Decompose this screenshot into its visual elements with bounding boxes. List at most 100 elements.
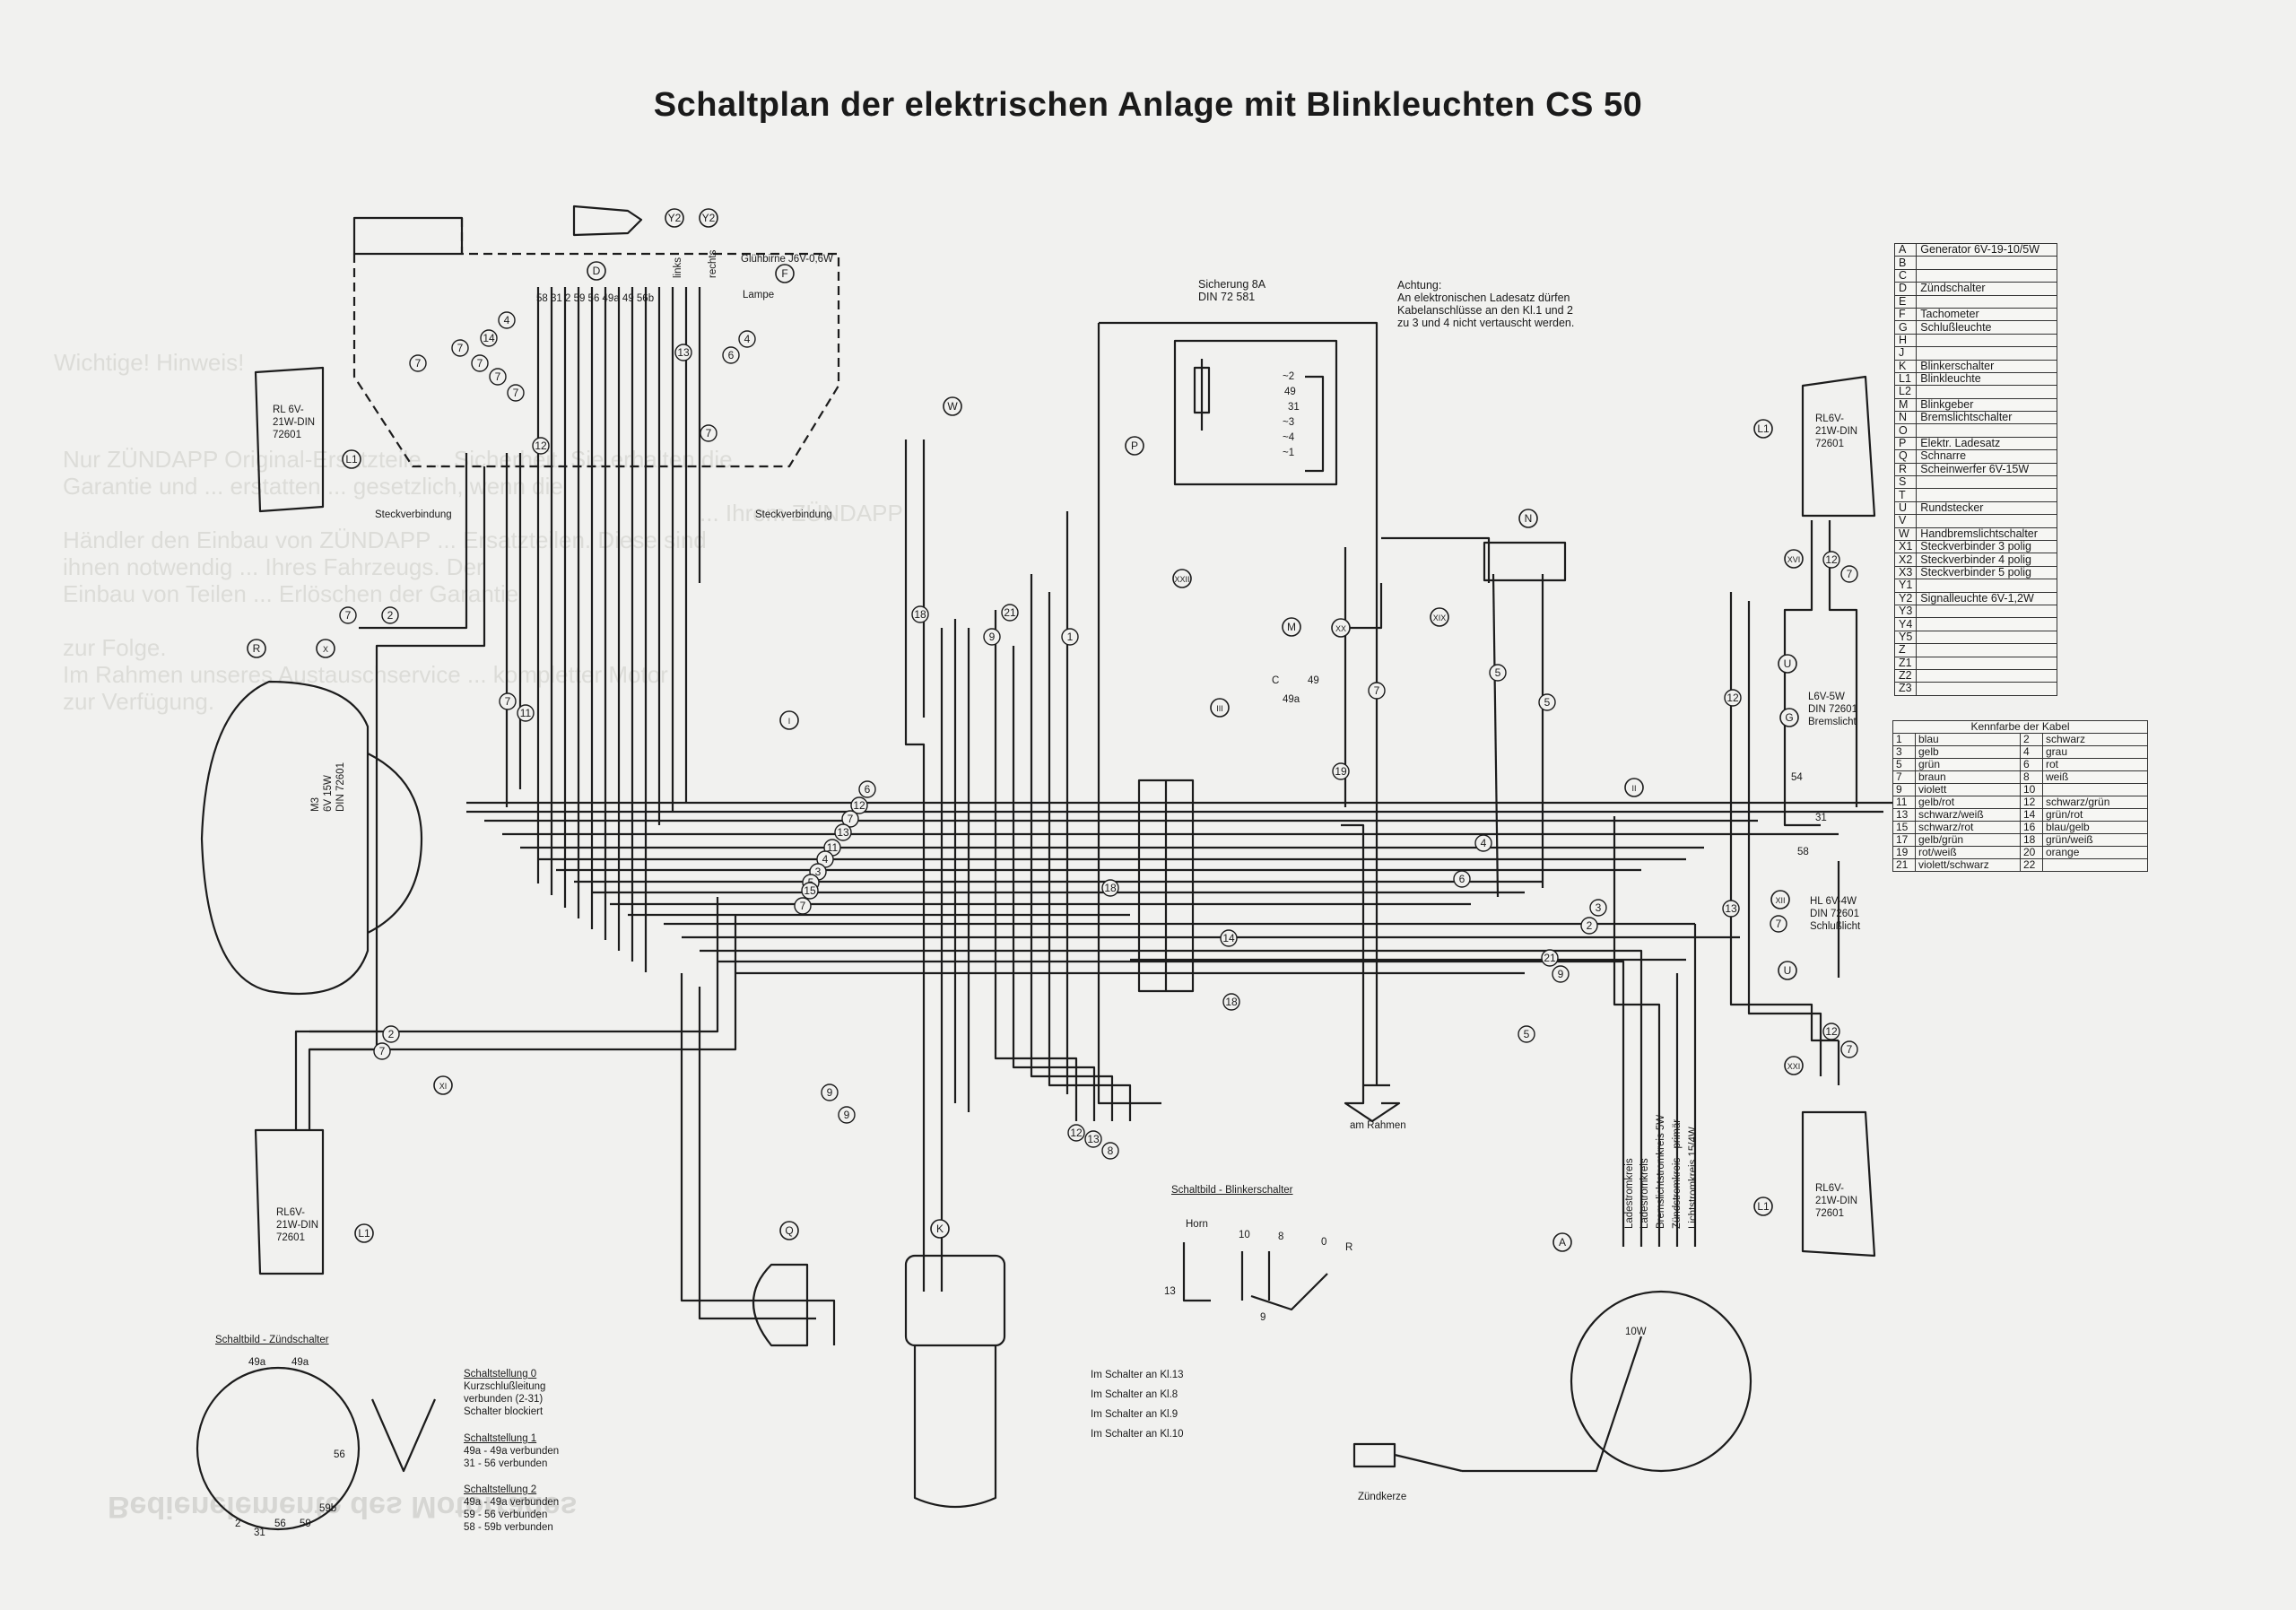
circle-I: I <box>779 710 799 730</box>
legend-text: Blinkgeber <box>1916 397 2058 413</box>
blinkerschalter-schematic-title: Schaltbild - Blinkerschalter <box>1171 1185 1293 1196</box>
legend-row: Y4 <box>1893 617 2058 631</box>
svg-text:9: 9 <box>827 1086 833 1099</box>
circle-wire-7d: 7 <box>373 1042 391 1060</box>
circle-Y2-a: Y2 <box>665 208 684 228</box>
schaltstellung-0: Schaltstellung 0 Kurzschlußleitung verbu… <box>464 1369 546 1417</box>
cable-number: 22 <box>2020 858 2043 872</box>
legend-key: J <box>1893 346 1918 361</box>
cable-color: rot <box>2042 758 2148 771</box>
svg-text:II: II <box>1631 784 1636 793</box>
legend-text <box>1916 488 2058 502</box>
svg-text:L1: L1 <box>345 453 358 466</box>
legend-text <box>1916 346 2058 361</box>
legend-text: Schnarre <box>1916 449 2058 464</box>
svg-text:18: 18 <box>1225 996 1238 1008</box>
cable-color: violett/schwarz <box>1915 858 2021 872</box>
circle-R: R <box>247 639 266 658</box>
svg-text:12: 12 <box>1825 1025 1838 1038</box>
svg-text:5: 5 <box>1524 1028 1530 1040</box>
legend-key: M <box>1893 397 1918 413</box>
circle-wire-7: 7 <box>841 810 859 828</box>
page-title: Schaltplan der elektrischen Anlage mit B… <box>653 86 1643 124</box>
legend-key: A <box>1893 242 1918 257</box>
circle-wire-7e: 7 <box>499 692 517 710</box>
svg-text:5: 5 <box>1495 666 1501 679</box>
circle-XXI: XXI <box>1784 1056 1804 1075</box>
circle-wire-4d: 4 <box>738 330 756 348</box>
legend-text <box>1916 268 2058 283</box>
legend-key: R <box>1893 462 1918 477</box>
circle-wire-14: 14 <box>1220 929 1238 947</box>
circle-wire-21b: 21 <box>1541 949 1559 967</box>
circle-wire-7i: 7 <box>471 354 489 372</box>
svg-text:9: 9 <box>989 631 996 643</box>
svg-text:12: 12 <box>1070 1127 1083 1139</box>
svg-text:7: 7 <box>848 813 854 825</box>
svg-text:13: 13 <box>837 826 849 839</box>
gluehbirne-label: Glühbirne J6V-0,6W <box>741 254 833 265</box>
svg-text:XXI: XXI <box>1787 1062 1801 1071</box>
svg-text:L1: L1 <box>358 1227 370 1240</box>
legend-text: Blinkerschalter <box>1916 359 2058 373</box>
cable-number: 9 <box>1892 783 1916 796</box>
cable-color: gelb/grün <box>1915 833 2021 847</box>
legend-key: Y4 <box>1893 617 1918 631</box>
svg-text:7: 7 <box>706 427 712 439</box>
svg-text:F: F <box>781 267 787 280</box>
svg-text:7: 7 <box>505 695 511 708</box>
legend-row: Z <box>1893 643 2058 657</box>
lampe-label: Lampe <box>743 290 775 300</box>
svg-text:W: W <box>947 400 958 413</box>
circle-wire-6c: 6 <box>722 346 740 364</box>
cable-number: 14 <box>2020 808 2043 822</box>
circle-U-bottom: U <box>1778 961 1797 980</box>
circle-K: K <box>930 1219 950 1239</box>
svg-text:2: 2 <box>388 1028 395 1040</box>
cable-color: weiß <box>2042 770 2148 784</box>
legend-key: K <box>1893 359 1918 373</box>
legend-text: Zündschalter <box>1916 282 2058 296</box>
svg-text:4: 4 <box>744 333 751 345</box>
legend-key: L1 <box>1893 371 1918 387</box>
schalter-kl-labels: Im Schalter an Kl.13 Im Schalter an Kl.8… <box>1091 1370 1184 1440</box>
circle-wire-7o: 7 <box>1840 1040 1858 1058</box>
cable-color <box>2042 858 2148 872</box>
generator-10w-label: 10W <box>1625 1327 1647 1337</box>
circle-wire-2c: 2 <box>381 606 399 624</box>
svg-text:7: 7 <box>1776 918 1782 930</box>
svg-text:2: 2 <box>387 609 394 622</box>
svg-text:7: 7 <box>457 342 464 354</box>
legend-key: B <box>1893 256 1918 270</box>
legend-key: U <box>1893 500 1918 516</box>
cable-number: 15 <box>1892 821 1916 834</box>
cable-number: 20 <box>2020 846 2043 859</box>
circle-A: A <box>1552 1232 1572 1252</box>
cable-number: 6 <box>2020 758 2043 771</box>
svg-text:12: 12 <box>853 799 865 812</box>
horn-label: Horn <box>1186 1219 1208 1230</box>
cable-color: violett <box>1915 783 2021 796</box>
circle-wire-7j: 7 <box>489 368 507 386</box>
svg-text:XII: XII <box>1775 896 1785 905</box>
cable-color: schwarz/rot <box>1915 821 2021 834</box>
circle-wire-7k: 7 <box>507 384 525 402</box>
circle-wire-18b: 18 <box>1101 879 1119 897</box>
circle-wire-12b: 12 <box>1724 689 1742 707</box>
svg-text:6: 6 <box>728 349 735 361</box>
circle-wire-13b: 13 <box>1722 900 1740 918</box>
legend-row: Y3 <box>1893 604 2058 619</box>
legend-text <box>1916 294 2058 309</box>
